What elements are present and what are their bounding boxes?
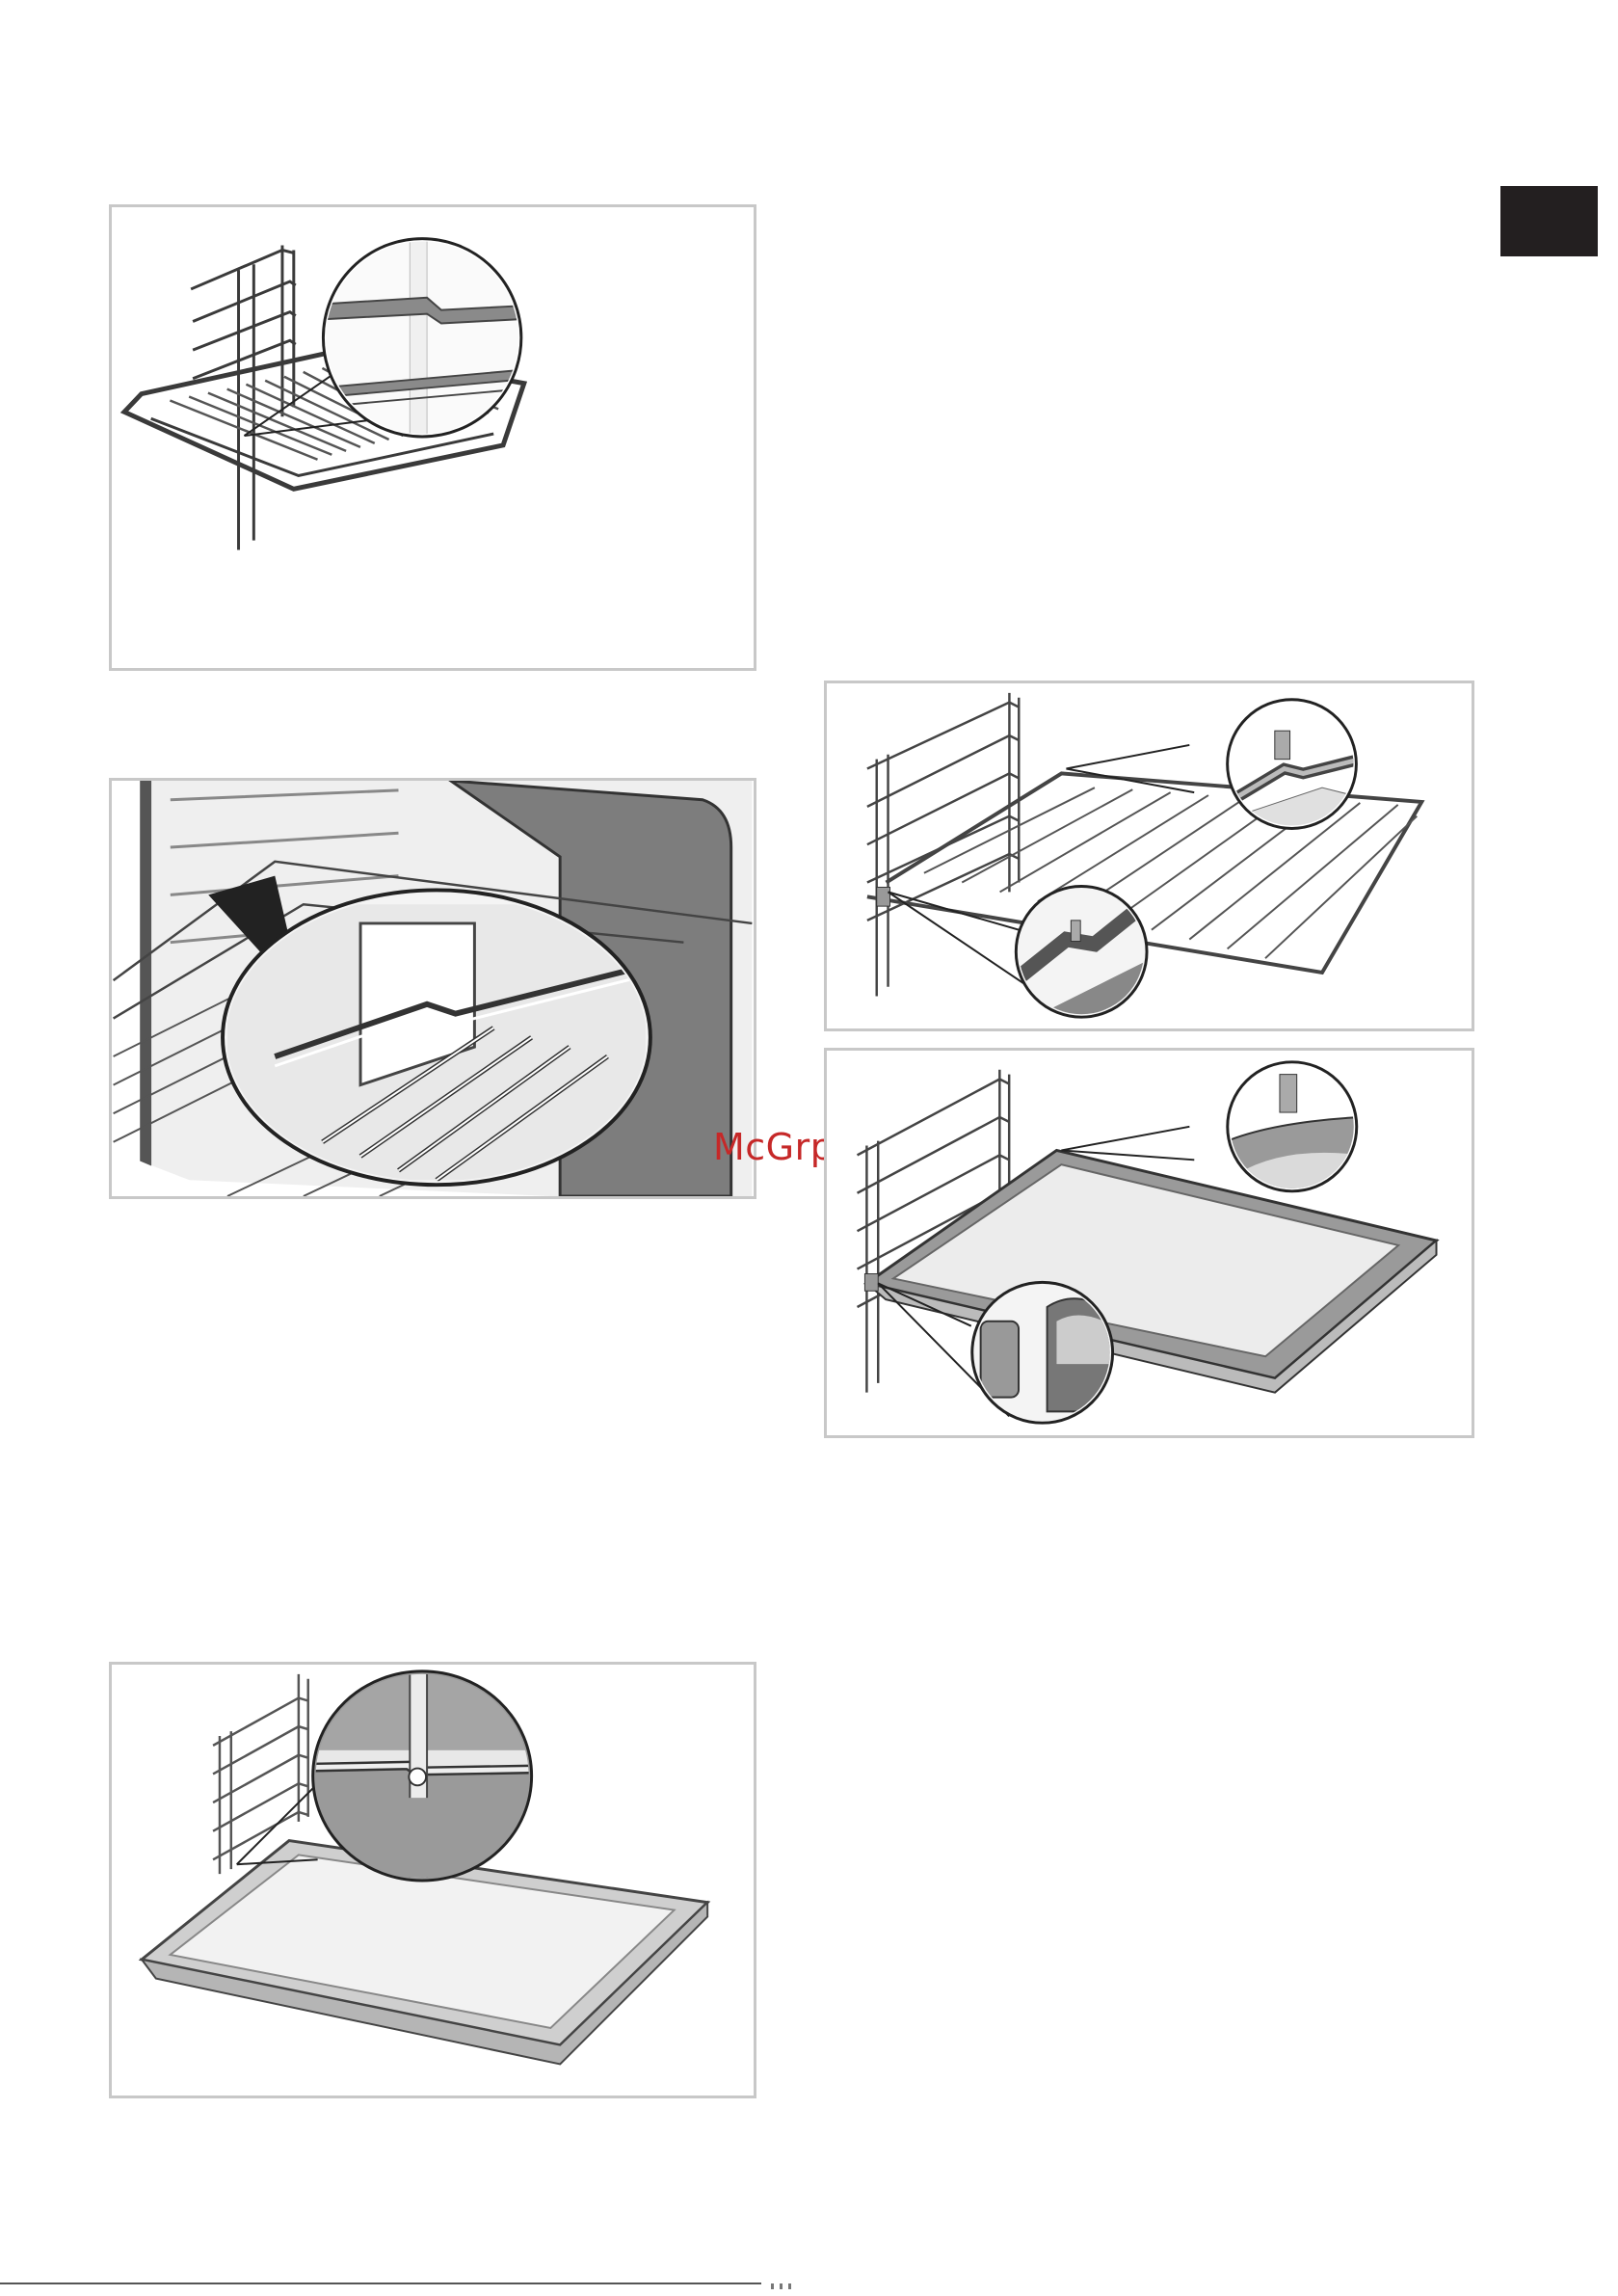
telescopic-grid-illustration xyxy=(827,683,1472,1028)
footer-marks xyxy=(771,2275,829,2283)
figure-tray-insertion xyxy=(109,1662,756,2098)
oven-cavity-illustration xyxy=(112,781,754,1196)
figure-grid-telescopic-runner xyxy=(824,681,1474,1031)
grid-shelf-illustration xyxy=(112,207,754,668)
figure-tray-telescopic-runner xyxy=(824,1048,1474,1438)
telescopic-tray-illustration xyxy=(827,1051,1472,1435)
tray-rack-illustration xyxy=(112,1665,754,2096)
footer-rule xyxy=(0,2283,761,2284)
figure-grid-shelf-insertion xyxy=(109,204,756,671)
figure-grid-shelf-in-oven xyxy=(109,778,756,1199)
language-tab-marker xyxy=(1500,186,1598,256)
